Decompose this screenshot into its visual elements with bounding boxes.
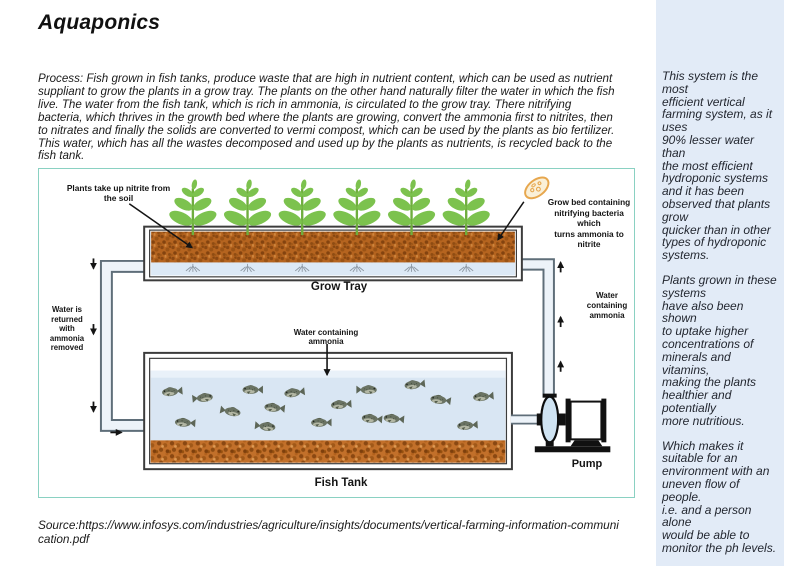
water-returned-label: Water is returned with ammonia removed [49, 305, 85, 353]
page-title: Aquaponics [38, 11, 161, 34]
pump-housing [540, 395, 560, 444]
return-pipe-left [99, 259, 148, 432]
grow-tray-label: Grow Tray [310, 281, 368, 293]
plants-nitrite-label: Plants take up nitrite from the soil [66, 183, 171, 204]
fish-tank [143, 351, 513, 471]
grow-bed-bacteria-label: Grow bed containing nitrifying bacteria … [547, 197, 631, 250]
sidebar-paragraph-1: This system is the most efficient vertic… [662, 69, 773, 263]
water-ammonia-right-label: Water containing ammonia [586, 291, 628, 320]
pump [510, 393, 611, 453]
aquaponics-diagram: Plants take up nitrite from the soil Gro… [38, 168, 635, 498]
water-ammonia-mid-label: Water containing ammonia [293, 328, 359, 346]
bacteria-icon [524, 176, 550, 200]
supply-pipe-right [520, 258, 555, 398]
source-text: Source:https://www.infosys.com/industrie… [38, 518, 619, 546]
sidebar-note: This system is the most efficient vertic… [656, 0, 784, 566]
fish-tank-water [150, 370, 506, 441]
grow-tray-water [151, 262, 515, 276]
grow-tray [143, 225, 523, 282]
sidebar-paragraph-3: Which makes it suitable for an environme… [662, 438, 777, 555]
diagram-canvas [90, 176, 611, 471]
process-text: Process: Fish grown in fish tanks, produ… [38, 72, 615, 163]
bacteria-label-leader-arrow [497, 201, 525, 241]
pump-label: Pump [571, 458, 603, 470]
sidebar-paragraph-2: Plants grown in these systems have also … [662, 272, 777, 428]
fish-tank-gravel [150, 440, 506, 463]
pump-motor [569, 400, 603, 441]
fish-tank-label: Fish Tank [314, 477, 368, 489]
plants-label-leader-arrow [128, 203, 194, 249]
grow-bed-soil [151, 231, 515, 263]
flow-arrows [90, 258, 565, 436]
